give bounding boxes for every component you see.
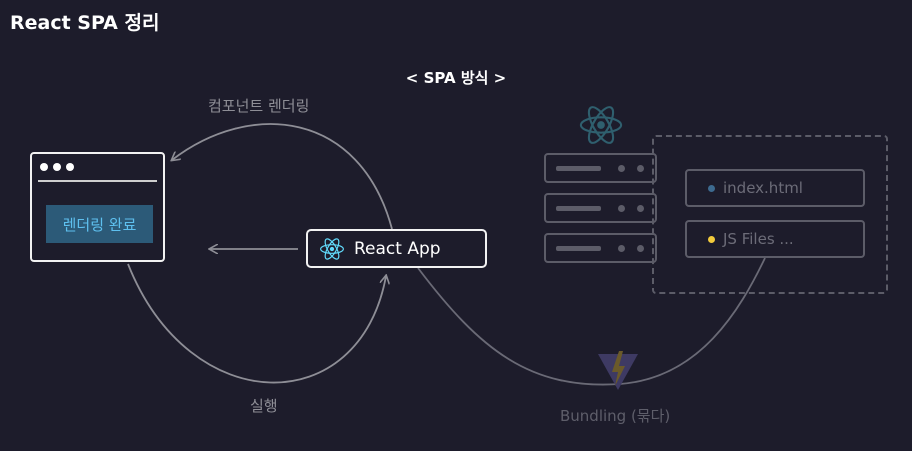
window-dot-icon	[66, 163, 74, 171]
file-item: index.html	[685, 169, 865, 207]
server-unit	[544, 153, 657, 183]
server-slot	[556, 206, 601, 211]
section-heading: < SPA 방식 >	[405, 69, 507, 87]
react-logo-icon	[320, 237, 344, 260]
server-led-icon	[618, 245, 625, 252]
window-dot-icon	[53, 163, 61, 171]
file-name: JS Files ...	[723, 230, 794, 248]
bundle-files-group: index.html JS Files ...	[652, 135, 888, 294]
window-dot-icon	[40, 163, 48, 171]
react-app-label: React App	[354, 238, 441, 259]
slide-title: React SPA 정리	[10, 12, 160, 34]
execution-label: 실행	[250, 397, 278, 415]
file-dot-icon	[708, 235, 715, 243]
server-slot	[556, 246, 601, 251]
browser-address-bar	[38, 180, 157, 182]
server-led-icon	[637, 165, 644, 172]
exec-curve	[127, 263, 386, 384]
browser-window: 렌더링 완료	[30, 152, 165, 262]
server-led-icon	[618, 165, 625, 172]
file-item: JS Files ...	[685, 220, 865, 258]
server-led-icon	[618, 205, 625, 212]
server-led-icon	[637, 245, 644, 252]
server-led-icon	[637, 205, 644, 212]
server-slot	[556, 166, 601, 171]
react-app-node: React App	[306, 229, 487, 268]
file-dot-icon	[708, 184, 715, 192]
render-curve	[172, 123, 393, 230]
bundling-label: Bundling (묶다)	[560, 407, 671, 425]
vite-logo-icon	[598, 351, 638, 390]
file-name: index.html	[723, 179, 803, 197]
component-rendering-label: 컴포넌트 렌더링	[208, 97, 310, 115]
server-unit	[544, 193, 657, 223]
render-complete-box: 렌더링 완료	[46, 205, 153, 243]
react-logo-icon	[579, 106, 623, 144]
server-unit	[544, 233, 657, 263]
